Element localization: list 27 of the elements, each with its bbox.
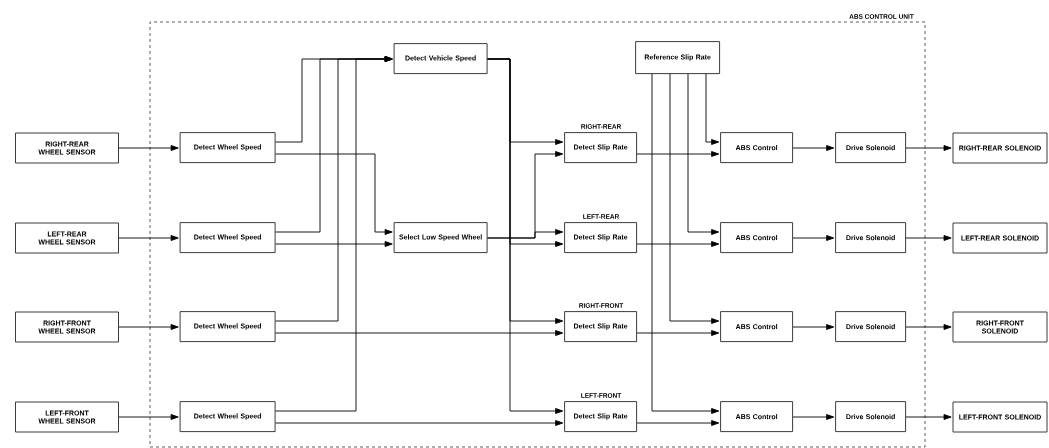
arrow <box>275 241 393 247</box>
arrow <box>705 73 720 145</box>
arrow <box>118 414 179 420</box>
arrow <box>636 330 720 336</box>
arrow <box>487 58 564 414</box>
arrow <box>275 420 564 426</box>
arrow <box>118 145 179 151</box>
arrow <box>687 73 720 235</box>
arrow <box>275 330 564 336</box>
arrow <box>636 420 720 426</box>
arrow <box>792 414 835 420</box>
arrow <box>487 229 564 239</box>
arrow <box>118 324 179 330</box>
arrow <box>275 56 393 412</box>
arrow <box>792 235 835 241</box>
arrow <box>905 235 952 241</box>
arrow <box>636 241 720 247</box>
arrow <box>636 151 720 157</box>
arrow <box>905 414 952 420</box>
arrow <box>118 235 179 241</box>
arrow <box>792 324 835 330</box>
arrow <box>275 153 393 235</box>
arrow <box>669 73 720 324</box>
arrow <box>905 145 952 151</box>
arrow <box>651 73 720 414</box>
arrow <box>905 324 952 330</box>
arrow <box>792 145 835 151</box>
